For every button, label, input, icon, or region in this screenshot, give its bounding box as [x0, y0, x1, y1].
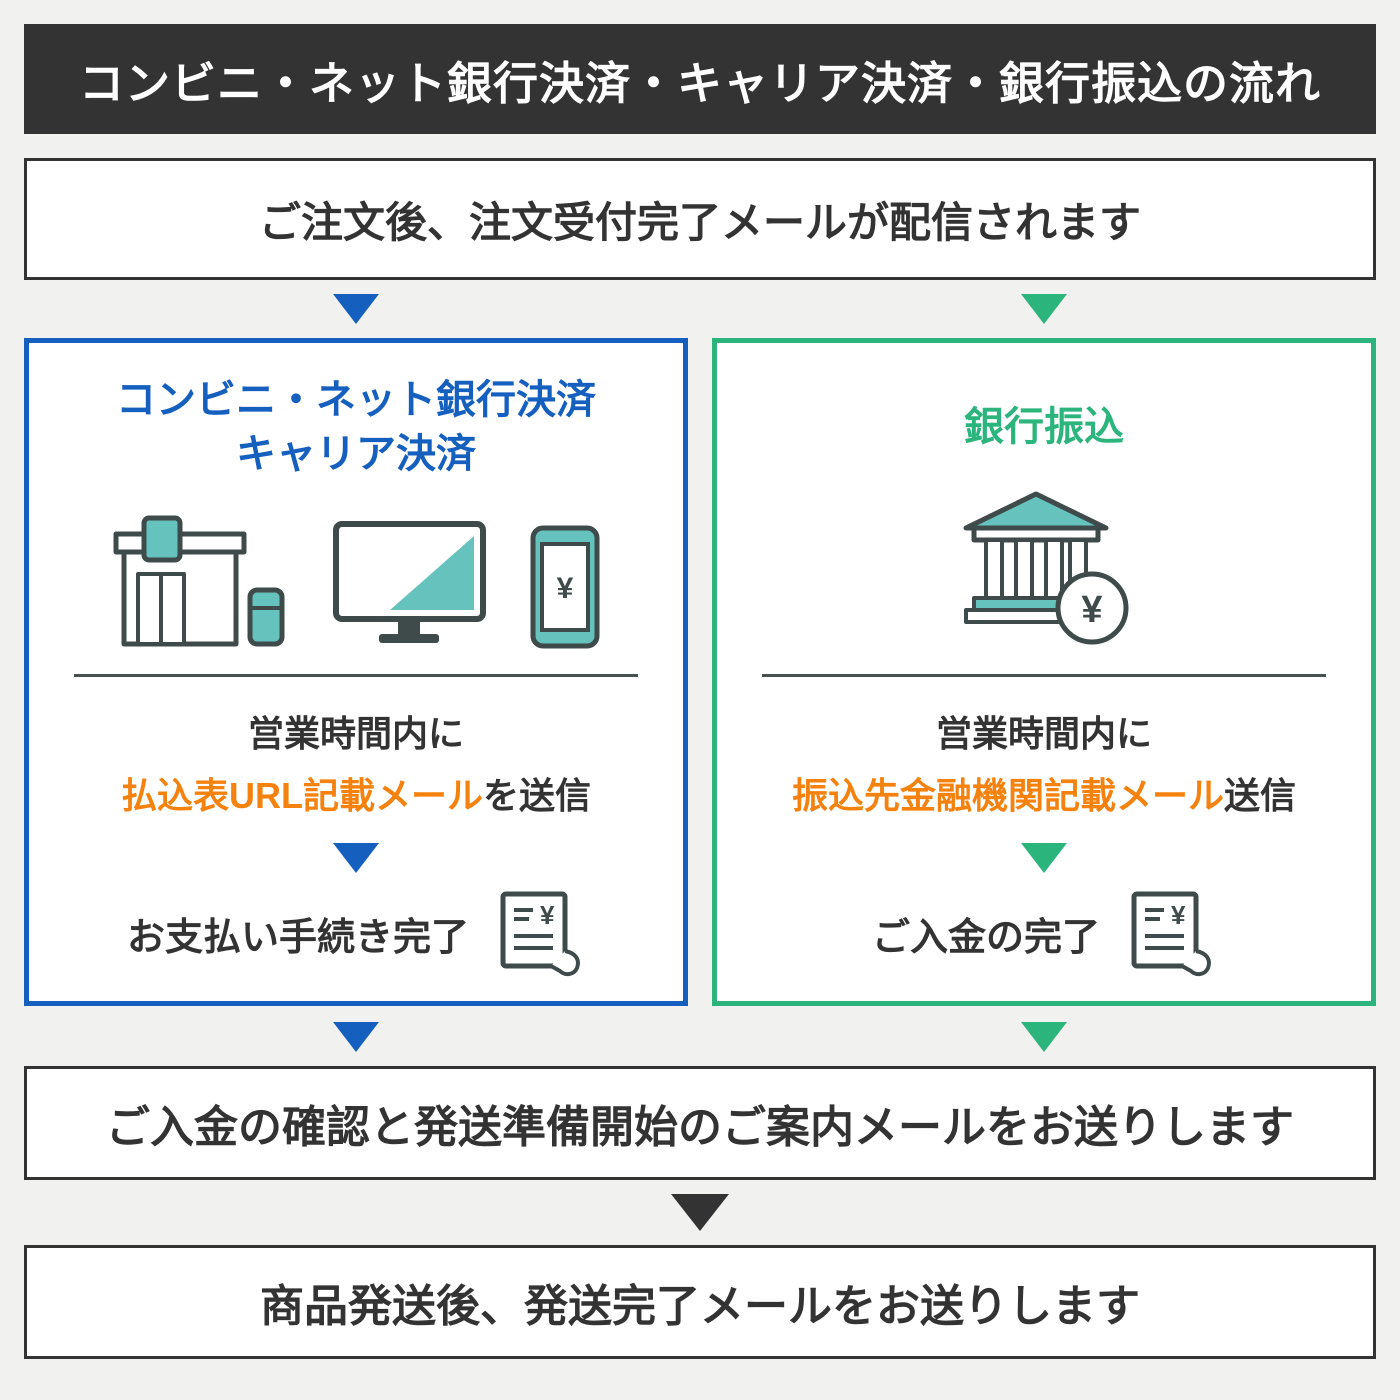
arrow-row-bottom — [24, 1022, 1376, 1052]
payment-receipt-icon: ¥ — [495, 889, 585, 977]
step-order-received-text: ご注文後、注文受付完了メールが配信されます — [258, 198, 1141, 246]
mail-suffix-right: 送信 — [1224, 775, 1297, 816]
panel-bank-title-text: 銀行振込 — [964, 405, 1124, 450]
step-order-received-box: ご注文後、注文受付完了メールが配信されます — [24, 158, 1376, 280]
arrow-row-final — [24, 1194, 1376, 1231]
panel-online-title: コンビニ・ネット銀行決済 キャリア決済 — [116, 373, 596, 481]
mail-line-left: 払込表URL記載メールを送信 — [121, 767, 591, 819]
arrow-down-blue-icon — [333, 1022, 379, 1052]
divider — [74, 674, 638, 677]
bank-yen-icon: ¥ — [958, 490, 1130, 650]
header-bar: コンビニ・ネット銀行決済・キャリア決済・銀行振込の流れ — [24, 24, 1376, 134]
step-confirm-box: ご入金の確認と発送準備開始のご案内メールをお送りします — [24, 1066, 1376, 1180]
step-shipped-box: 商品発送後、発送完了メールをお送りします — [24, 1245, 1376, 1359]
panel-bank-title: 銀行振込 — [964, 373, 1124, 481]
arrow-down-green-icon — [1021, 294, 1067, 324]
bank-transfer-icons: ¥ — [958, 489, 1130, 650]
panel-online-title-line2: キャリア決済 — [236, 432, 476, 477]
panel-bank-transfer: 銀行振込 — [712, 338, 1376, 1006]
payment-complete-text: お支払い手続き完了 — [126, 916, 469, 959]
step-shipped-text: 商品発送後、発送完了メールをお送りします — [260, 1282, 1140, 1331]
panel-online-title-line1: コンビニ・ネット銀行決済 — [116, 378, 596, 423]
deposit-complete-row: ご入金の完了 ¥ — [872, 889, 1216, 977]
payment-receipt-icon: ¥ — [1126, 889, 1216, 977]
business-hours-text-left: 営業時間内に — [247, 713, 464, 754]
arrow-down-green-icon — [1021, 1022, 1067, 1052]
deposit-complete-text: ご入金の完了 — [871, 916, 1100, 959]
yen-symbol: ¥ — [1171, 900, 1186, 930]
page-title: コンビニ・ネット銀行決済・キャリア決済・銀行振込の流れ — [78, 57, 1321, 109]
yen-symbol: ¥ — [1081, 589, 1102, 631]
convenience-store-icon — [112, 512, 290, 650]
arrow-down-blue-icon — [333, 843, 379, 873]
arrow-down-green-icon — [1021, 843, 1067, 873]
business-hours-text-right: 営業時間内に — [935, 713, 1152, 754]
arrow-cell-left — [24, 294, 688, 324]
payment-complete-row: お支払い手続き完了 ¥ — [127, 889, 585, 977]
arrow-cell-right — [712, 294, 1376, 324]
mail-suffix-left: を送信 — [482, 775, 591, 816]
arrow-down-dark-icon — [671, 1194, 729, 1231]
step-confirm-text: ご入金の確認と発送準備開始のご案内メールをお送りします — [106, 1103, 1294, 1152]
arrow-row-top — [24, 294, 1376, 324]
computer-monitor-icon — [332, 520, 487, 650]
yen-symbol: ¥ — [540, 900, 555, 930]
arrow-down-blue-icon — [333, 294, 379, 324]
online-payment-icons: ¥ — [112, 489, 601, 650]
divider — [762, 674, 1326, 677]
panel-online-payment: コンビニ・ネット銀行決済 キャリア決済 — [24, 338, 688, 1006]
mail-highlight-left: 払込表URL記載メール — [120, 775, 483, 816]
smartphone-yen-icon: ¥ — [529, 524, 601, 650]
mail-highlight-right: 振込先金融機関記載メール — [791, 775, 1224, 816]
yen-symbol: ¥ — [556, 572, 573, 605]
mail-line-right: 振込先金融機関記載メール送信 — [792, 767, 1296, 819]
payment-columns: コンビニ・ネット銀行決済 キャリア決済 — [24, 338, 1376, 1006]
arrow-cell-left — [24, 1022, 688, 1052]
arrow-cell-right — [712, 1022, 1376, 1052]
